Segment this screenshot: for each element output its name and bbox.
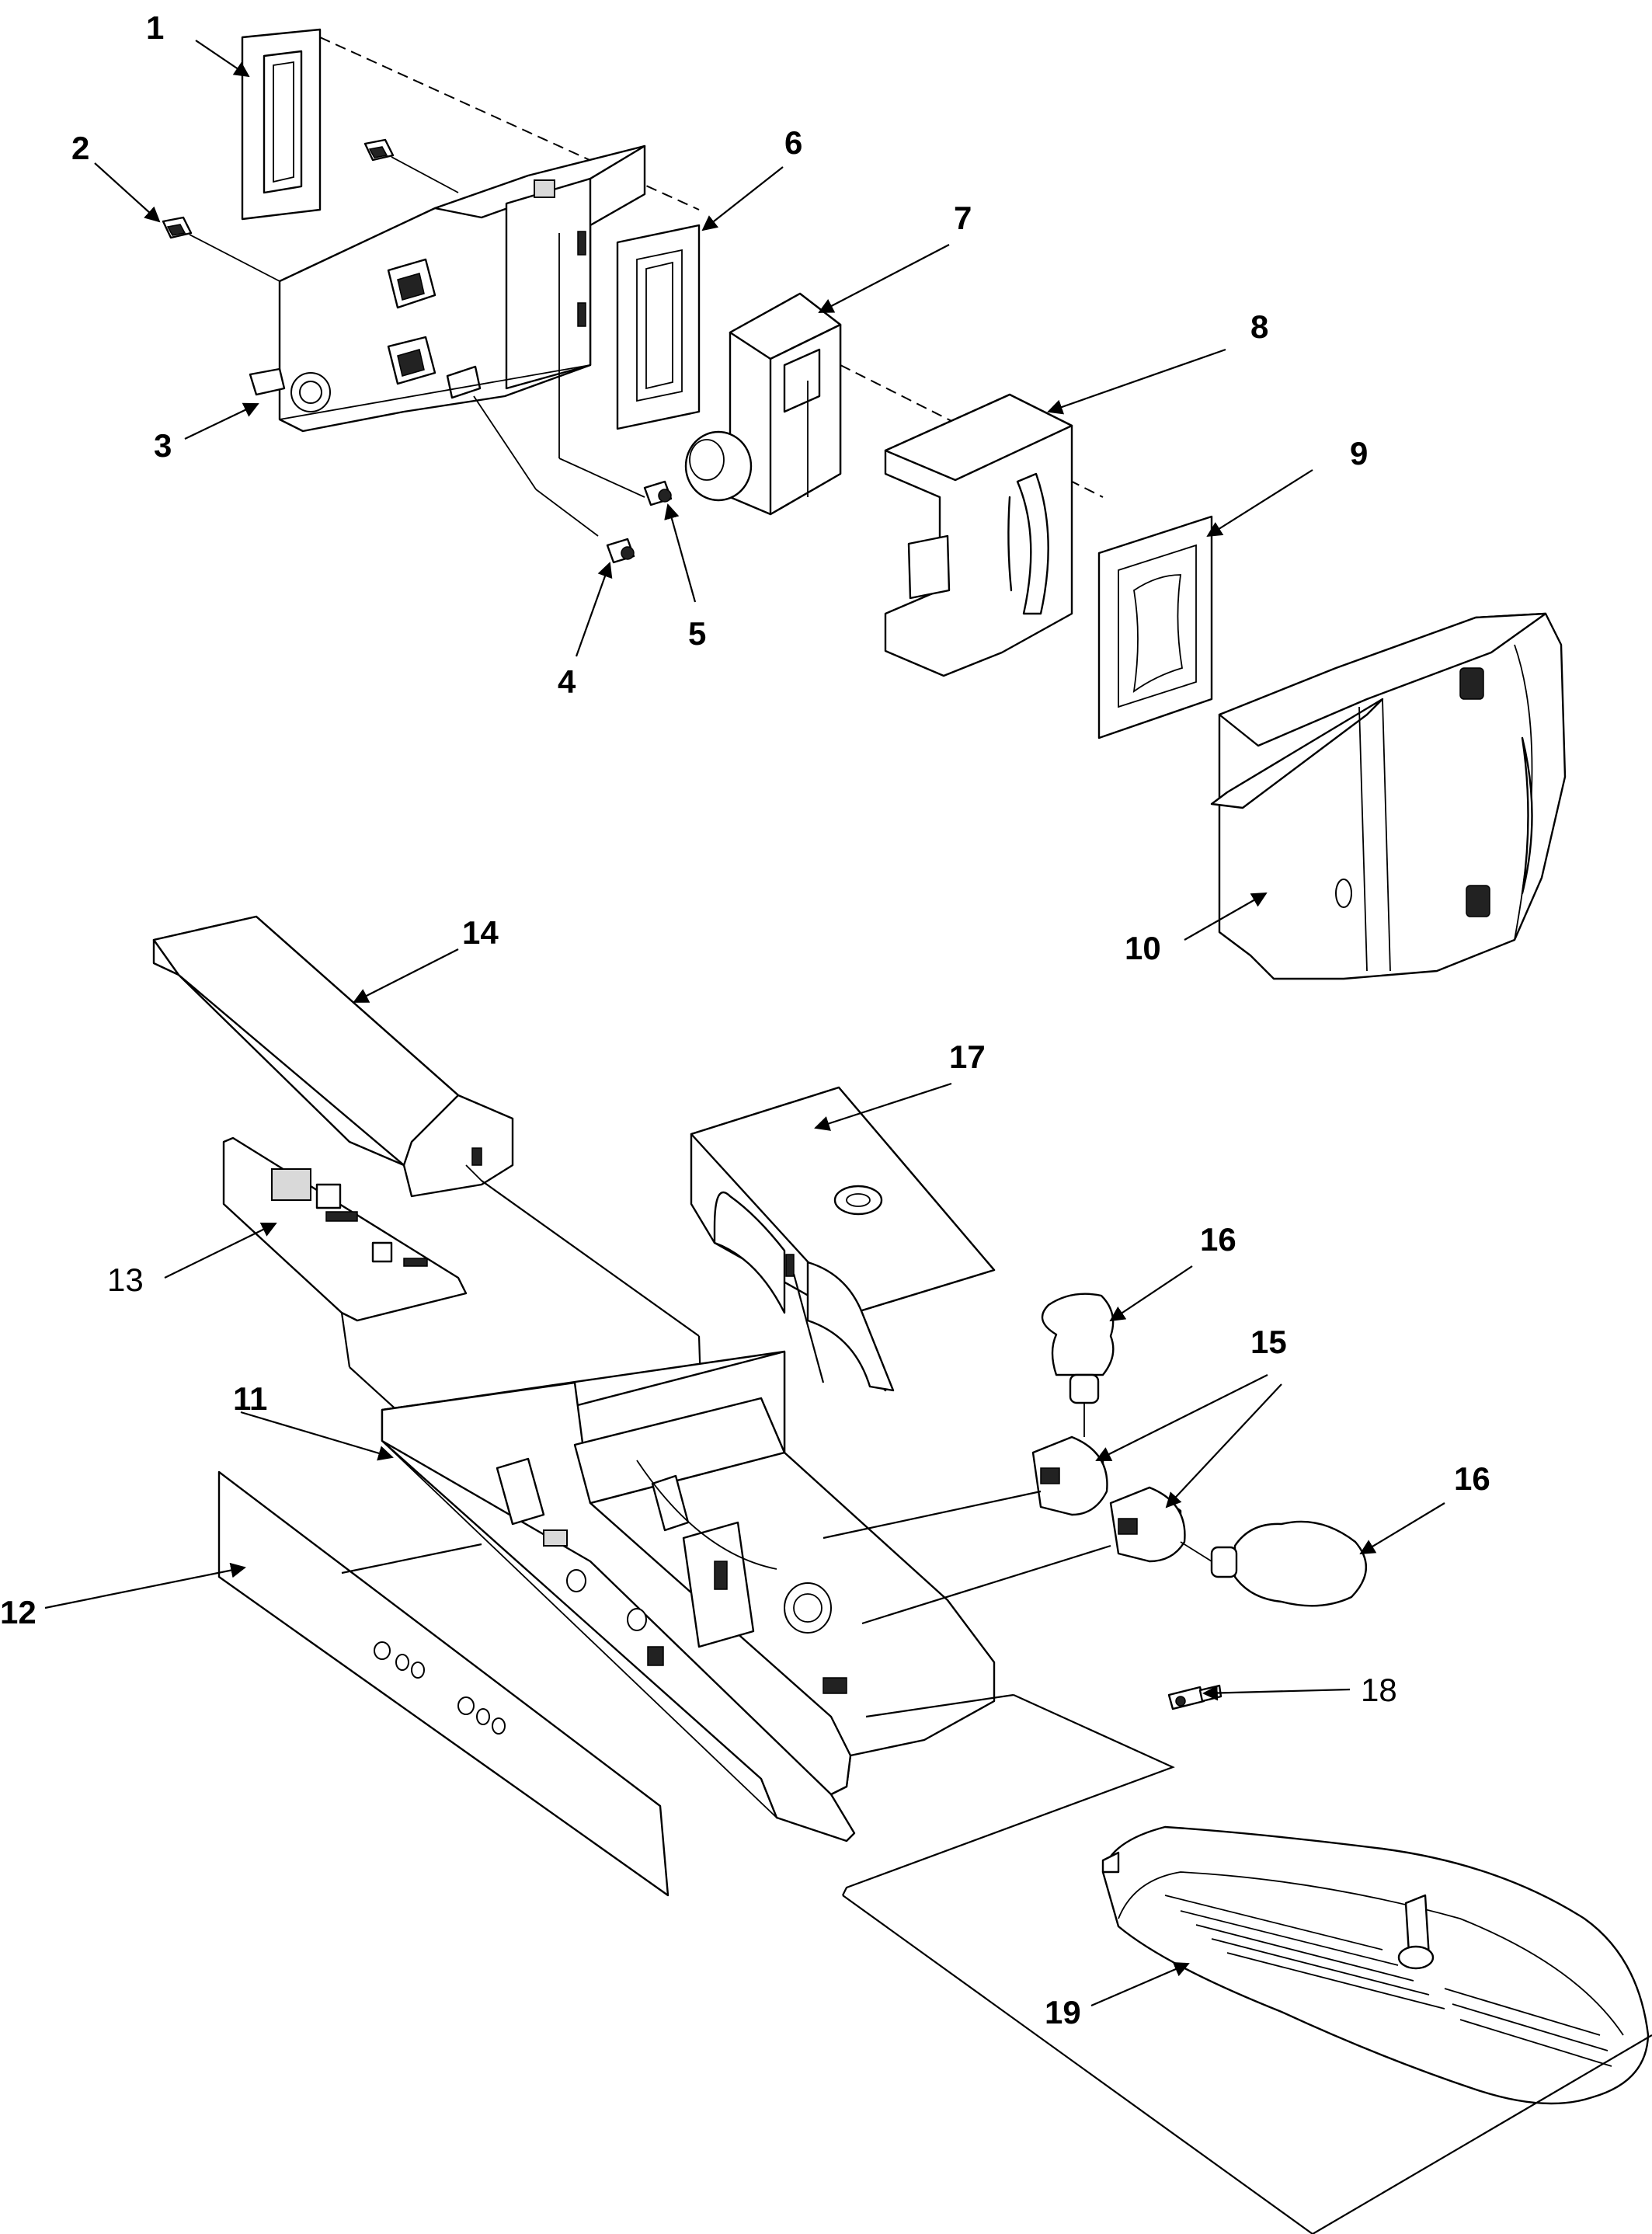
callout-2: 2 (71, 130, 89, 166)
leader-15a (1095, 1374, 1268, 1461)
leader-10 (1184, 893, 1268, 941)
part-5-screw (643, 480, 673, 506)
callout-16-lower: 16 (1454, 1460, 1490, 1497)
leader-7 (818, 244, 950, 313)
leader-2 (94, 162, 161, 223)
tray-frame (842, 1693, 1652, 2234)
part-7-motor-assembly (684, 292, 1104, 516)
leader-16b (1359, 1502, 1445, 1555)
leader-8 (1047, 348, 1226, 415)
callout-14: 14 (462, 914, 499, 951)
part-16-bulb-lower (1180, 1520, 1367, 1607)
part-15-lamp-socket-upper (823, 1435, 1108, 1540)
part-12-overlay (217, 1470, 669, 1897)
part-3-housing (249, 144, 646, 537)
leader-19 (1090, 1961, 1190, 2007)
leader-15b (1165, 1383, 1282, 1508)
part-13-pcb (222, 1136, 468, 1446)
callout-5: 5 (688, 615, 706, 652)
callout-18: 18 (1361, 1672, 1397, 1708)
part-2-clip (162, 216, 280, 282)
leader-13 (164, 1222, 277, 1279)
leader-17 (814, 1082, 952, 1131)
callout-12: 12 (0, 1594, 37, 1630)
callout-11: 11 (233, 1380, 267, 1417)
part-10-dispenser-cover (1210, 612, 1567, 980)
callout-15: 15 (1250, 1324, 1287, 1360)
callout-7: 7 (954, 200, 972, 236)
part-9-gasket (1097, 515, 1213, 739)
callout-3: 3 (154, 427, 172, 464)
leader-12 (44, 1562, 246, 1609)
leader-5 (664, 503, 697, 603)
leader-9 (1206, 469, 1313, 538)
callout-10: 10 (1125, 930, 1161, 966)
part-17-cover (690, 1086, 996, 1392)
part-15-lamp-socket-lower (861, 1486, 1186, 1625)
part-6-frame (616, 224, 701, 430)
part-2-clip-duplicate (363, 138, 459, 193)
leader-1 (195, 40, 250, 78)
callout-4: 4 (558, 663, 576, 700)
callout-6: 6 (784, 124, 802, 161)
part-14-top-cover (152, 915, 708, 1578)
leader-4 (575, 562, 613, 657)
leader-16a (1109, 1265, 1193, 1322)
leader-11 (240, 1411, 394, 1461)
callout-8: 8 (1250, 308, 1268, 345)
callout-1: 1 (146, 9, 164, 46)
part-8-cover (884, 393, 1073, 677)
callout-16-upper: 16 (1200, 1221, 1236, 1258)
part-1-frame (241, 28, 700, 221)
callout-13: 13 (107, 1261, 144, 1298)
part-4-screw (606, 538, 635, 564)
callout-19: 19 (1045, 1994, 1081, 2030)
leader-14 (353, 948, 459, 1003)
callout-17: 17 (949, 1039, 986, 1075)
part-18-pin (1167, 1684, 1222, 1710)
part-19-drip-tray (1101, 1825, 1650, 2105)
leader-18 (1202, 1685, 1351, 1701)
part-16-bulb-upper (1041, 1293, 1115, 1437)
part-11-main-housing (381, 1350, 996, 1843)
callout-9: 9 (1350, 435, 1368, 472)
leader-3 (184, 402, 259, 440)
leader-6 (701, 166, 784, 231)
